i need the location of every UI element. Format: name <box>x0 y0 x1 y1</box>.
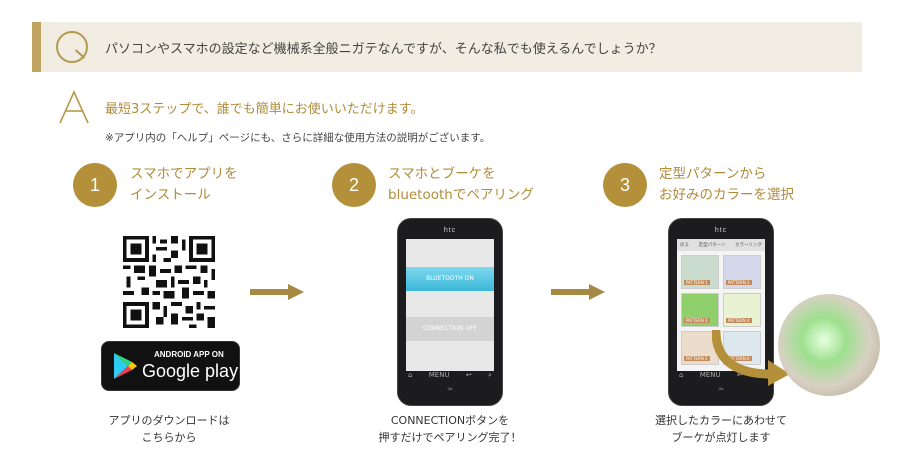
step-1-title-line2: インストール <box>130 187 211 203</box>
question-text: パソコンやスマホの設定など機械系全般ニガテなんですが、そんな私でも使えるんでしょ… <box>105 42 662 57</box>
step-2-caption-line1: CONNECTIONボタンを <box>390 414 510 427</box>
answer-text: 最短3ステップで、誰でも簡単にお使いいただけます。 <box>105 102 424 117</box>
phone-logo-icon: ≈ <box>718 385 724 393</box>
phone-search-icon: ⌕ <box>488 371 492 379</box>
google-play-icon <box>114 353 137 379</box>
step-1-caption: アプリのダウンロードは こちらから <box>89 412 249 446</box>
step-arrow-right-icon <box>551 284 605 300</box>
step-3-title-line2: お好みのカラーを選択 <box>659 187 794 203</box>
app-tab-bar: 戻る 定型パターン カラーリング <box>677 239 765 251</box>
step-1-number: 1 <box>73 163 117 207</box>
step-1-title-line1: スマホでアプリを <box>130 166 238 182</box>
phone-brand: htc <box>714 227 728 234</box>
badge-big-text: Google play <box>142 361 239 381</box>
qr-code[interactable] <box>121 236 217 328</box>
step-3-title-line1: 定型パターンから <box>659 166 767 182</box>
tab-coloring[interactable]: カラーリング <box>735 243 762 248</box>
step-3-number: 3 <box>603 163 647 207</box>
pattern-tile[interactable]: PATTERN 1 <box>681 255 719 289</box>
connection-off-button[interactable]: CONNECTION OFF <box>406 317 494 341</box>
q-icon <box>56 31 88 63</box>
phone-keys: ⌂ MENU ↩ ⌕ <box>408 371 492 380</box>
phone-screen: BLUETOOTH ON CONNECTION OFF <box>406 239 494 371</box>
question-bar <box>32 22 862 72</box>
phone-menu-key: MENU <box>699 371 721 379</box>
phone-home-icon: ⌂ <box>408 371 413 379</box>
bluetooth-on-button[interactable]: BLUETOOTH ON <box>406 267 494 291</box>
phone-back-icon: ↩ <box>736 371 743 379</box>
tab-back[interactable]: 戻る <box>680 243 689 248</box>
pattern-tile[interactable]: PATTERN 3 <box>681 293 719 327</box>
phone-menu-key: MENU <box>428 371 450 379</box>
question-bar-accent <box>32 22 41 72</box>
step-2-caption: CONNECTIONボタンを 押すだけでペアリング完了！ <box>360 412 540 446</box>
step-1-caption-line1: アプリのダウンロードは <box>108 414 230 427</box>
phone-back-icon: ↩ <box>465 371 472 379</box>
phone-home-icon: ⌂ <box>679 371 684 379</box>
phone-bluetooth-mockup: htc BLUETOOTH ON CONNECTION OFF ⌂ MENU ↩… <box>397 218 503 406</box>
google-play-badge[interactable]: ANDROID APP ON Google play <box>101 341 240 391</box>
tab-pattern[interactable]: 定型パターン <box>698 243 726 248</box>
step-3-caption-line1: 選択したカラーにあわせて <box>655 414 787 427</box>
badge-small-text: ANDROID APP ON <box>154 350 224 359</box>
step-arrow-right-icon <box>250 284 304 300</box>
step-3-caption-line2: ブーケが点灯します <box>671 431 771 444</box>
pattern-tile[interactable]: PATTERN 4 <box>723 293 761 327</box>
curved-arrow-icon <box>712 330 790 386</box>
step-2-title-line1: スマホとブーケを <box>388 166 496 182</box>
a-icon <box>59 90 89 124</box>
phone-brand: htc <box>443 227 457 234</box>
step-3-caption: 選択したカラーにあわせて ブーケが点灯します <box>636 412 806 446</box>
pattern-tile[interactable]: PATTERN 2 <box>723 255 761 289</box>
step-2-caption-line2: 押すだけでペアリング完了！ <box>378 431 522 444</box>
phone-logo-icon: ≈ <box>447 385 453 393</box>
glowing-bouquet-image <box>778 294 880 396</box>
answer-note: ※アプリ内の「ヘルプ」ページにも、さらに詳細な使用方法の説明がございます。 <box>105 132 491 144</box>
step-2-title-line2: bluetoothでペアリング <box>388 187 534 203</box>
step-2-number: 2 <box>332 163 376 207</box>
step-1-caption-line2: こちらから <box>141 431 197 444</box>
